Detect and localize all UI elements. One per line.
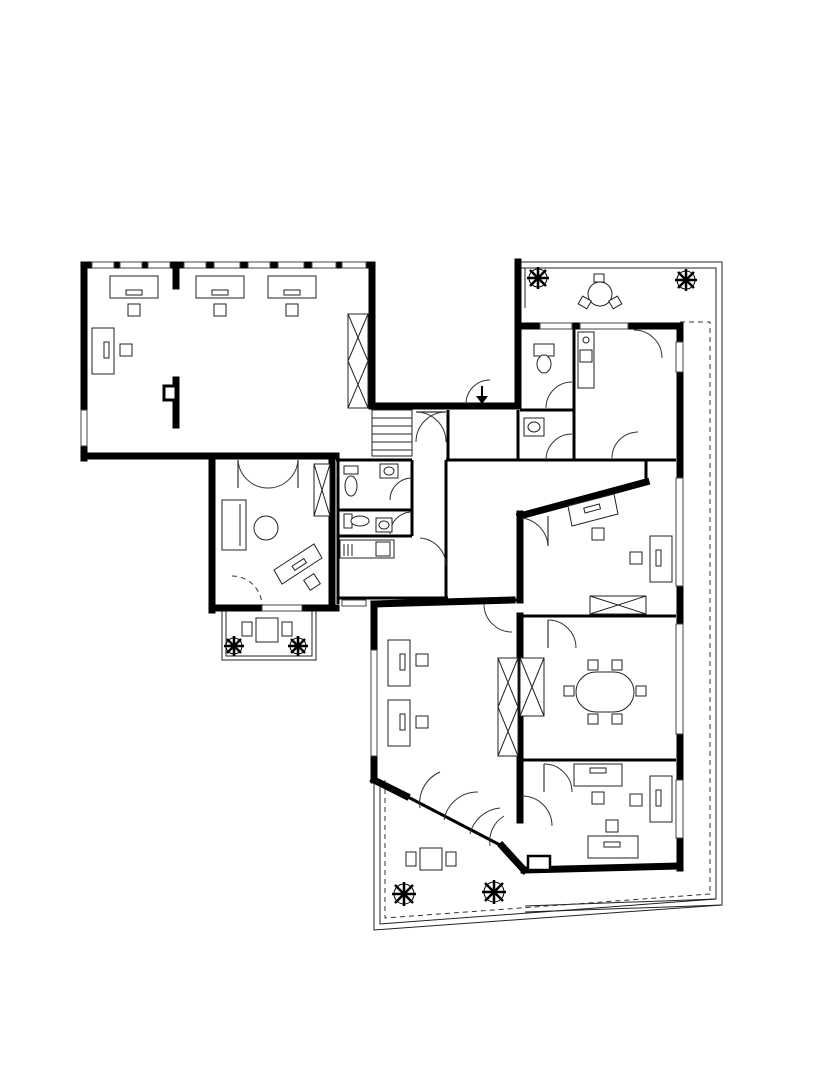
chair-icon: [127, 303, 141, 317]
desk-icon: [195, 275, 245, 299]
chair-icon: [629, 793, 643, 807]
round-table: [253, 515, 279, 541]
chair-icon: [629, 551, 643, 565]
sink-icon: [379, 463, 399, 479]
plant-icon: [482, 880, 506, 904]
plant-icon: [527, 267, 549, 289]
terrace-table-north: [577, 273, 623, 310]
sofa: [221, 499, 247, 551]
chair-icon: [591, 791, 605, 805]
desk-icon: [387, 699, 411, 747]
balcony-west: [221, 606, 317, 661]
chair-icon: [605, 819, 619, 833]
chair-icon: [213, 303, 227, 317]
chair-icon: [119, 343, 133, 357]
terrace-table-south: [405, 847, 457, 871]
desk-icon: [109, 275, 159, 299]
desk-icon: [567, 493, 619, 527]
windows: [80, 261, 684, 839]
entrance-arrow-icon: [465, 379, 491, 405]
desk-icon: [267, 275, 317, 299]
doors: [231, 329, 663, 847]
desk-icon: [649, 535, 673, 583]
chair-icon: [415, 715, 429, 729]
kitchen-counter-icon: [577, 331, 595, 389]
chair-icon: [415, 653, 429, 667]
sink-icon: [375, 517, 393, 533]
terrace-south: [373, 760, 723, 931]
desk-icon: [649, 775, 673, 823]
kitchen-counter-icon: [339, 539, 395, 559]
plant-icon: [675, 269, 697, 291]
sink-icon: [523, 417, 545, 437]
stairs-icon: [371, 409, 413, 457]
plant-icon: [392, 882, 416, 906]
toilet-icon: [343, 513, 370, 529]
chair-icon: [285, 303, 299, 317]
desk-icon: [273, 543, 323, 585]
desk-icon: [387, 639, 411, 687]
chair-icon: [303, 573, 321, 591]
balcony-table: [241, 617, 293, 643]
desks: [91, 275, 673, 859]
storage-cabinets: [313, 313, 647, 757]
desk-icon: [91, 327, 115, 375]
toilet-icon: [533, 343, 555, 374]
conference-table: [563, 659, 647, 725]
terrace-east: [518, 261, 723, 913]
plant-icon: [288, 636, 308, 656]
chair-icon: [591, 527, 605, 541]
plant-icon: [224, 636, 244, 656]
toilet-icon: [343, 465, 359, 497]
desk-icon: [573, 763, 623, 787]
desk-icon: [587, 835, 639, 859]
